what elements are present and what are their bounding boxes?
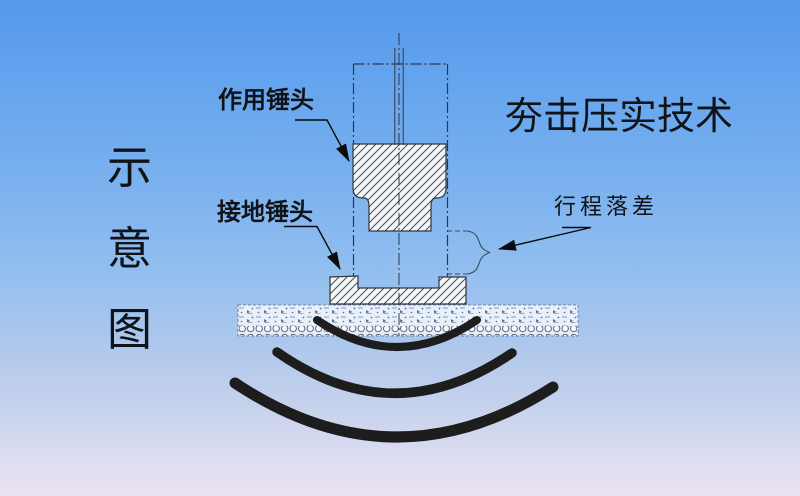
side-caption-char-3: 图	[107, 305, 153, 355]
shock-wave-arc-1	[313, 316, 481, 351]
stroke-gap-indicator	[447, 230, 491, 275]
ground-layer	[237, 304, 579, 337]
side-caption-char-1: 示	[107, 143, 153, 193]
lower-hammer-arrow	[284, 225, 341, 270]
shock-wave-arcs	[229, 316, 559, 443]
stroke-drop-arrow	[497, 226, 592, 251]
lower-hammer	[329, 275, 467, 305]
guide-rod	[394, 48, 404, 145]
upper-hammer	[352, 143, 447, 232]
page-title: 夯击压实技术	[505, 96, 734, 138]
leader-arrows	[284, 119, 592, 270]
label-upper-hammer: 作用锤头	[218, 87, 314, 114]
shock-wave-arc-3	[229, 377, 559, 443]
label-stroke-drop: 行程落差	[554, 194, 659, 219]
label-lower-hammer: 接地锤头	[217, 199, 313, 226]
side-caption-char-2: 意	[107, 224, 153, 274]
shock-wave-arc-2	[272, 347, 517, 398]
side-caption: 示 意 图	[107, 146, 152, 353]
upper-hammer-arrow	[295, 119, 350, 162]
